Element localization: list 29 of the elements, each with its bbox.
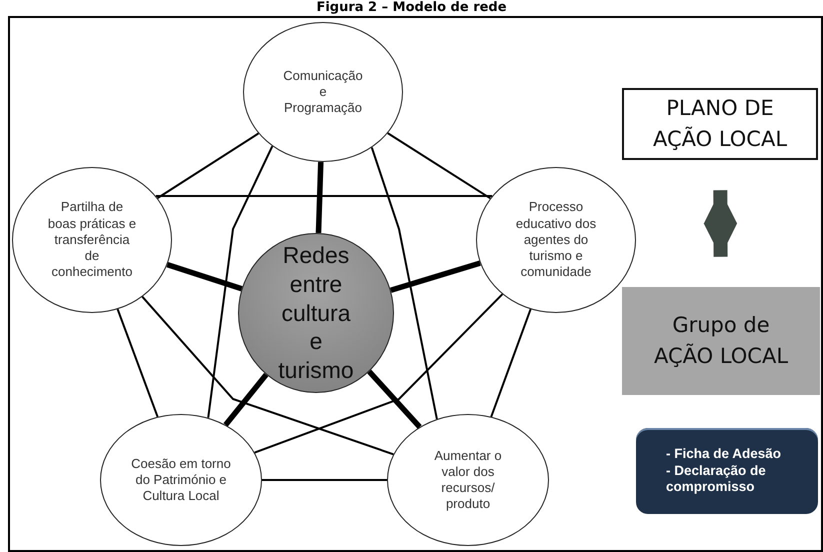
connector-line [262, 479, 387, 481]
connector-line [387, 132, 491, 200]
connector-line [223, 372, 268, 427]
document-list-box [636, 428, 818, 514]
connector-line [254, 294, 504, 454]
node-label: Redes entre cultura e turismo [277, 241, 355, 385]
node-label: Processo educativo dos agentes do turismo e comunidade [514, 199, 598, 281]
connector-line [207, 146, 274, 418]
connector-line [156, 195, 492, 197]
connector-line [490, 308, 532, 418]
node-label: Comunicação e Programação [282, 68, 364, 116]
node-label: Partilha de boas práticas e transferência de conhecimento [47, 199, 137, 281]
connector-line [390, 260, 481, 293]
connector-line [116, 308, 159, 418]
connector-line [370, 147, 438, 420]
group-box [622, 287, 820, 395]
connector-line [156, 132, 260, 199]
connector-line [367, 370, 422, 429]
node-label: Coesão em torno do Património e Cultura Local [131, 456, 231, 504]
node-label: Aumentar o valor dos recursos/ produto [433, 448, 503, 512]
double-arrow [704, 190, 738, 257]
node-label: Grupo de AÇÃO LOCAL [652, 312, 790, 370]
connector-line [316, 162, 324, 234]
connector-line [142, 296, 394, 456]
connector-line [166, 262, 243, 292]
node-label: PLANO DE AÇÃO LOCAL [652, 94, 788, 153]
figure-title: Figura 2 – Modelo de rede [315, 0, 508, 15]
node-label: - Ficha de Adesão - Declaração de compromisso [666, 446, 782, 496]
plan-box [622, 88, 818, 160]
